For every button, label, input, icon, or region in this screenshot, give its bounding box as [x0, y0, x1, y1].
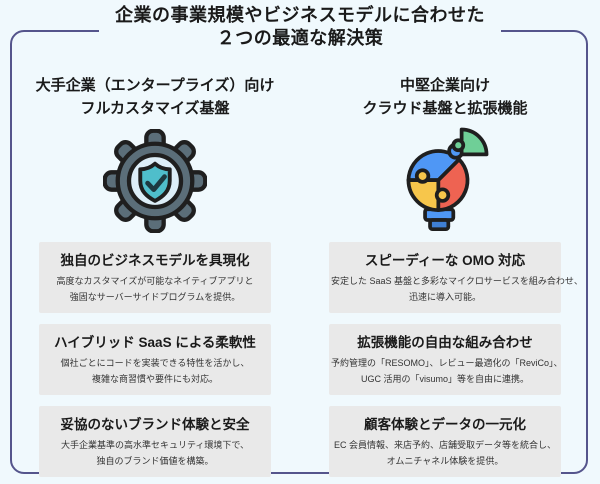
feature-heading: 拡張機能の自由な組み合わせ	[357, 335, 533, 350]
feature-body: 個社ごとにコードを実装できる特性を活かし、 複雑な商習慣や要件にも対応。	[60, 358, 250, 384]
checkmark-icon	[145, 174, 167, 193]
puzzle-piece-green	[459, 127, 489, 157]
puzzle-tab-green	[451, 138, 466, 153]
puzzle-piece-yellow	[406, 178, 441, 212]
feature-box: ハイブリッド SaaS による柔軟性 個社ごとにコードを実装できる特性を活かし、…	[39, 324, 271, 395]
column-enterprise: 大手企業（エンタープライズ）向け フルカスタマイズ基盤	[10, 30, 300, 484]
page-title: 企業の事業規模やビジネスモデルに合わせた ２つの最適な解決策	[99, 4, 501, 50]
feature-box: スピーディーな OMO 対応 安定した SaaS 基盤と多彩なマイクロサービスを…	[329, 242, 583, 313]
column-midsize: 中堅企業向け クラウド基盤と拡張機能	[300, 30, 590, 484]
puzzle-bulb-svg	[406, 127, 489, 232]
feature-heading: 妥協のないブランド体験と安全	[60, 417, 250, 432]
feature-body: 高度なカスタマイズが可能なネイティブアプリと 強固なサーバーサイドプログラムを提…	[56, 276, 254, 302]
feature-box: 独自のビジネスモデルを具現化 高度なカスタマイズが可能なネイティブアプリと 強固…	[39, 242, 271, 313]
puzzle-tab-yellow-right	[434, 187, 451, 203]
feature-body: EC 会員情報、来店予約、店舗受取データ等を統合し、 オムニチャネル体験を提供。	[333, 440, 556, 466]
feature-box: 顧客体験とデータの一元化 EC 会員情報、来店予約、店舗受取データ等を統合し、 …	[329, 406, 561, 477]
feature-box: 拡張機能の自由な組み合わせ 予約管理の「RESOMO」、レビュー最適化の「Rev…	[329, 324, 563, 395]
puzzle-tab-yellow-up	[414, 168, 431, 184]
solution-columns: 大手企業（エンタープライズ）向け フルカスタマイズ基盤	[10, 30, 590, 484]
gear-shield-icon	[103, 124, 207, 238]
gear-shield-svg	[103, 129, 207, 233]
feature-heading: 独自のビジネスモデルを具現化	[60, 253, 250, 268]
puzzle-bulb-icon	[395, 124, 495, 238]
shield-icon	[138, 161, 172, 203]
feature-heading: ハイブリッド SaaS による柔軟性	[54, 335, 256, 350]
feature-box: 妥協のないブランド体験と安全 大手企業基準の高水準セキュリティ環境下で、 独自の…	[39, 406, 271, 477]
bulb-base	[428, 218, 451, 232]
column-header-enterprise: 大手企業（エンタープライズ）向け フルカスタマイズ基盤	[35, 77, 275, 117]
feature-heading: 顧客体験とデータの一元化	[364, 417, 526, 432]
feature-body: 大手企業基準の高水準セキュリティ環境下で、 独自のブランド価値を構築。	[60, 440, 250, 466]
feature-body: 予約管理の「RESOMO」、レビュー最適化の「ReviCo」、 UGC 活用の「…	[331, 358, 563, 384]
feature-heading: スピーディーな OMO 対応	[364, 253, 526, 268]
feature-body: 安定した SaaS 基盤と多彩なマイクロサービスを組み合わせ、 迅速に導入可能。	[331, 276, 583, 302]
column-header-midsize: 中堅企業向け クラウド基盤と拡張機能	[362, 77, 528, 117]
